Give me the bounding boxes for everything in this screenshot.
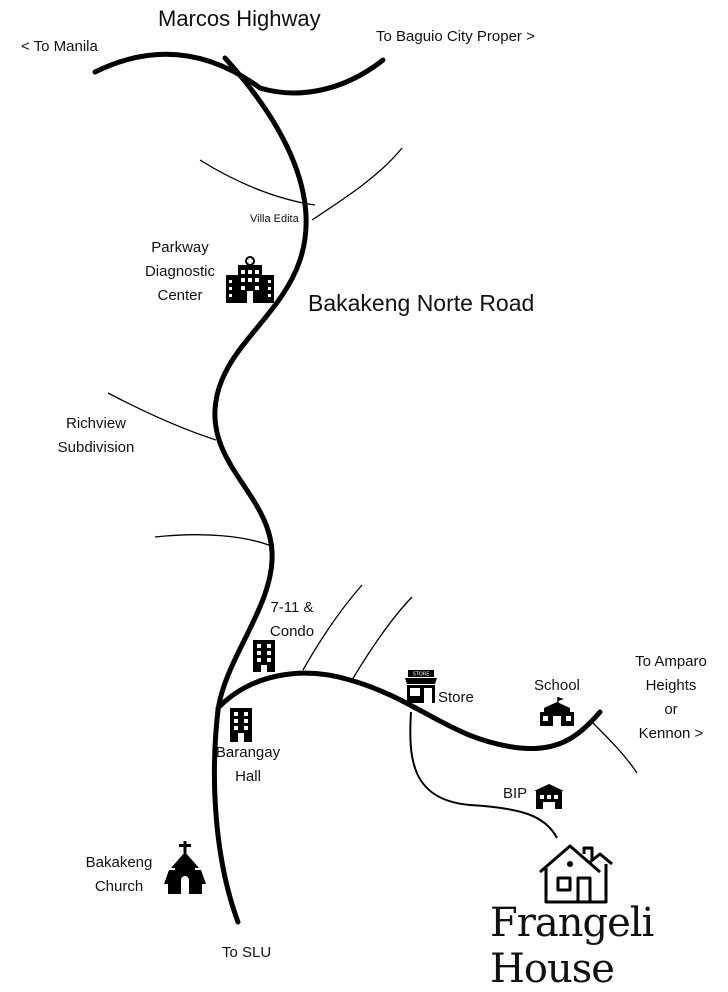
school-label: School — [534, 677, 580, 694]
richview-branch — [107, 392, 217, 441]
bakakeng-church-label: Bakakeng Church — [85, 854, 153, 895]
hospital-icon — [226, 256, 274, 303]
to-baguio-label: To Baguio City Proper > — [376, 28, 535, 45]
kennon-branch — [591, 721, 638, 774]
villa-edita-branch-east — [311, 147, 403, 221]
bakakeng-norte-road — [211, 55, 309, 925]
north-branch-2 — [351, 596, 413, 681]
to-manila-label: < To Manila — [21, 38, 98, 55]
frangeli-house-brand: Frangeli House — [490, 900, 654, 992]
store-icon: STORE — [405, 670, 437, 703]
amparo-road — [215, 670, 603, 752]
barangay-hall-icon — [230, 708, 252, 742]
to-slu-label: To SLU — [222, 944, 272, 961]
mid-branch — [154, 534, 275, 548]
store-label: Store — [438, 689, 474, 706]
bip-building-icon — [534, 784, 564, 809]
bip-label: BIP — [503, 785, 528, 802]
house-road — [409, 711, 558, 839]
seven-eleven-label: 7-11 & Condo — [269, 599, 315, 640]
store-sign-text: STORE — [413, 672, 430, 678]
school-icon — [540, 697, 574, 726]
bakakeng-norte-road-label: Bakakeng Norte Road — [308, 290, 535, 316]
parkway-label: Parkway Diagnostic Center — [144, 239, 216, 304]
north-branch-1 — [302, 584, 363, 671]
map-canvas — [92, 51, 638, 925]
building-icon — [253, 640, 275, 672]
richview-label: Richview Subdivision — [57, 415, 135, 456]
marcos-highway-road — [92, 51, 386, 96]
barangay-hall-label: Barangay Hall — [215, 744, 281, 785]
church-icon — [164, 841, 206, 894]
marcos-highway-label: Marcos Highway — [158, 6, 321, 31]
house-icon — [539, 844, 613, 904]
to-amparo-label: To Amparo Heights or Kennon > — [635, 653, 707, 742]
villa-edita-branch — [199, 159, 316, 206]
villa-edita-label: Villa Edita — [250, 213, 299, 225]
